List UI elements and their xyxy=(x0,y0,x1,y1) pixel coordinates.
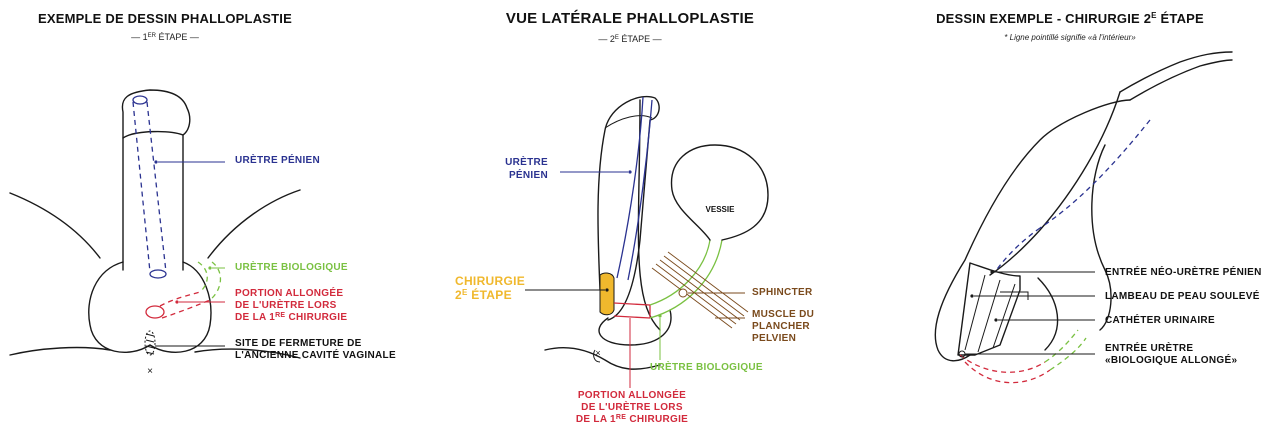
upper-outline xyxy=(1120,52,1232,92)
penile-side-dot xyxy=(628,170,631,173)
label-closure-2: L'ANCIENNE CAVITÉ VAGINALE xyxy=(235,348,396,361)
panel2-step: — 2E ÉTAPE — xyxy=(598,34,661,44)
penile-urethra-right xyxy=(147,102,166,272)
label-surgery-1: CHIRURGIE xyxy=(455,274,525,288)
penile-urethra-left xyxy=(133,102,150,272)
lengthened-urethra-bottom xyxy=(162,300,210,318)
penis-outline xyxy=(122,90,189,270)
label-lengthened-2: DE L'URÈTRE LORS xyxy=(235,298,337,311)
anus-marker: × xyxy=(147,366,153,377)
label-bio-urethra: URÈTRE BIOLOGIQUE xyxy=(235,260,348,273)
label-muscle-1: MUSCLE DU xyxy=(752,309,814,320)
label-catheter: CATHÉTER URINAIRE xyxy=(1105,313,1215,326)
label-closure-1: SITE DE FERMETURE DE xyxy=(235,338,362,349)
label-neo-entry: ENTRÉE NÉO-URÈTRE PÉNIEN xyxy=(1105,265,1262,278)
right-thigh-outline xyxy=(208,190,300,258)
glans-line xyxy=(123,132,183,138)
left-thigh-outline xyxy=(10,193,100,258)
label-penile-side-1: URÈTRE xyxy=(505,155,548,168)
lengthened-dot xyxy=(175,300,178,303)
panel-second-stage: DESSIN EXEMPLE - CHIRURGIE 2E ÉTAPE * Li… xyxy=(935,11,1261,383)
label-muscle-3: PELVIEN xyxy=(752,333,796,344)
lengthened-side-top xyxy=(614,303,650,305)
panel2-marker: × xyxy=(595,348,600,358)
panel3-note: * Ligne pointillé signifie «à l'intérieu… xyxy=(1004,33,1136,42)
perineum-outline xyxy=(545,348,660,369)
bladder-outline xyxy=(672,145,768,240)
penile-urethra-dot xyxy=(154,160,157,163)
closure-stitches xyxy=(146,334,154,354)
lengthened-urethra-top xyxy=(160,292,200,306)
sphincter-ring xyxy=(679,289,687,297)
shaft-underside xyxy=(990,92,1120,275)
label-penile-side-2: PÉNIEN xyxy=(509,168,548,181)
second-stage-area xyxy=(600,273,614,315)
label-lengthened-side-1: PORTION ALLONGÉE xyxy=(578,388,686,401)
lower-left-outline xyxy=(10,348,110,355)
bio-side-dot xyxy=(658,314,661,317)
lengthened-opening xyxy=(146,306,164,318)
bio-entry-green-a xyxy=(1045,330,1078,362)
lengthened-side-bottom xyxy=(614,316,650,318)
panel2-title: VUE LATÉRALE PHALLOPLASTIE xyxy=(506,10,754,27)
label-surgery-2: 2E ÉTAPE xyxy=(455,287,512,302)
panel3-title: DESSIN EXEMPLE - CHIRURGIE 2E ÉTAPE xyxy=(936,11,1204,26)
label-bio-entry-2: «BIOLOGIQUE ALLONGÉ» xyxy=(1105,353,1237,366)
neo-urethra-upper-2 xyxy=(995,228,1040,272)
panel-first-stage: EXEMPLE DE DESSIN PHALLOPLASTIE — 1ER ÉT… xyxy=(10,11,396,377)
right-body-outline xyxy=(1092,145,1111,330)
label-sphincter: SPHINCTER xyxy=(752,287,813,298)
panel1-title: EXEMPLE DE DESSIN PHALLOPLASTIE xyxy=(38,11,292,26)
meatus-top xyxy=(133,96,147,104)
label-bladder: VESSIE xyxy=(706,205,736,214)
label-penile-urethra: URÈTRE PÉNIEN xyxy=(235,153,320,166)
surgery-dot xyxy=(605,288,608,291)
upper-outline-2 xyxy=(1130,60,1232,100)
label-bio-side: URÈTRE BIOLOGIQUE xyxy=(650,360,763,373)
panel-lateral-view: VUE LATÉRALE PHALLOPLASTIE — 2E ÉTAPE — … xyxy=(455,10,814,425)
label-lengthened-1: PORTION ALLONGÉE xyxy=(235,286,343,299)
neo-entry-dot xyxy=(990,270,993,273)
penile-urethra-base xyxy=(150,270,166,278)
flap-dot xyxy=(970,294,973,297)
pelvic-muscle-fibers xyxy=(652,252,748,328)
label-lengthened-side-2: DE L'URÈTRE LORS xyxy=(581,400,683,413)
catheter-dot xyxy=(994,318,997,321)
panel1-step: — 1ER ÉTAPE — xyxy=(131,32,199,42)
label-skin-flap: LAMBEAU DE PEAU SOULEVÉ xyxy=(1105,289,1260,302)
label-lengthened-side-3: DE LA 1RE CHIRURGIE xyxy=(576,414,688,425)
glans-side-line xyxy=(605,116,652,128)
bio-urethra-dot xyxy=(208,266,211,269)
scrotum-right-outline xyxy=(1038,278,1058,350)
label-muscle-2: PLANCHER xyxy=(752,321,810,332)
label-lengthened-3: DE LA 1RE CHIRURGIE xyxy=(235,312,347,323)
label-bio-entry-1: ENTRÉE URÈTRE xyxy=(1105,341,1193,354)
